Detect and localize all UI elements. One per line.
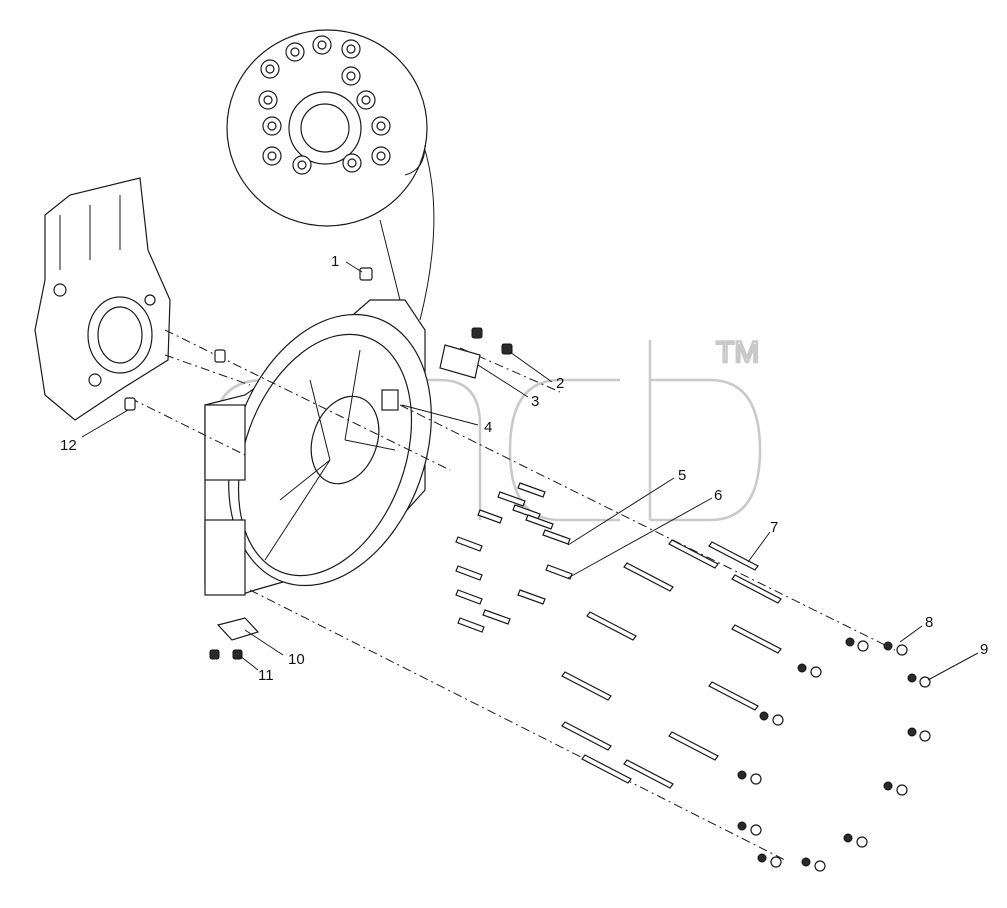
engine-block	[34, 177, 171, 421]
callout-1: 1	[331, 253, 339, 270]
callout-10: 10	[288, 651, 305, 668]
leader-lines	[81, 261, 979, 681]
callout-2: 2	[556, 375, 564, 392]
trademark-text: TM	[716, 336, 759, 369]
detail-view	[226, 29, 435, 321]
callout-9: 9	[980, 641, 988, 658]
callout-11: 11	[258, 667, 274, 684]
callout-3: 3	[531, 393, 539, 410]
plug-1	[359, 267, 373, 281]
screws-11	[209, 649, 243, 660]
callout-7: 7	[770, 519, 778, 536]
bolts-2	[471, 327, 513, 355]
callout-5: 5	[678, 467, 686, 484]
flywheel-housing	[204, 299, 432, 596]
studs-7	[561, 539, 782, 789]
dowel-pins-12	[124, 349, 226, 411]
callout-4: 4	[484, 419, 492, 436]
callout-8: 8	[925, 614, 933, 631]
washers-nuts-8-9	[737, 637, 931, 872]
cover-plate-3	[439, 344, 481, 379]
callout-labels: 1 2 3 4 5 6 7 8 9 10 11 12	[60, 253, 988, 684]
cover-plate-10	[216, 617, 260, 641]
callout-12: 12	[60, 437, 77, 454]
detail-bolt-circles	[258, 35, 391, 175]
bolt-group-5-6	[455, 482, 573, 633]
callout-6: 6	[714, 487, 722, 504]
assembly-lines	[129, 329, 896, 861]
